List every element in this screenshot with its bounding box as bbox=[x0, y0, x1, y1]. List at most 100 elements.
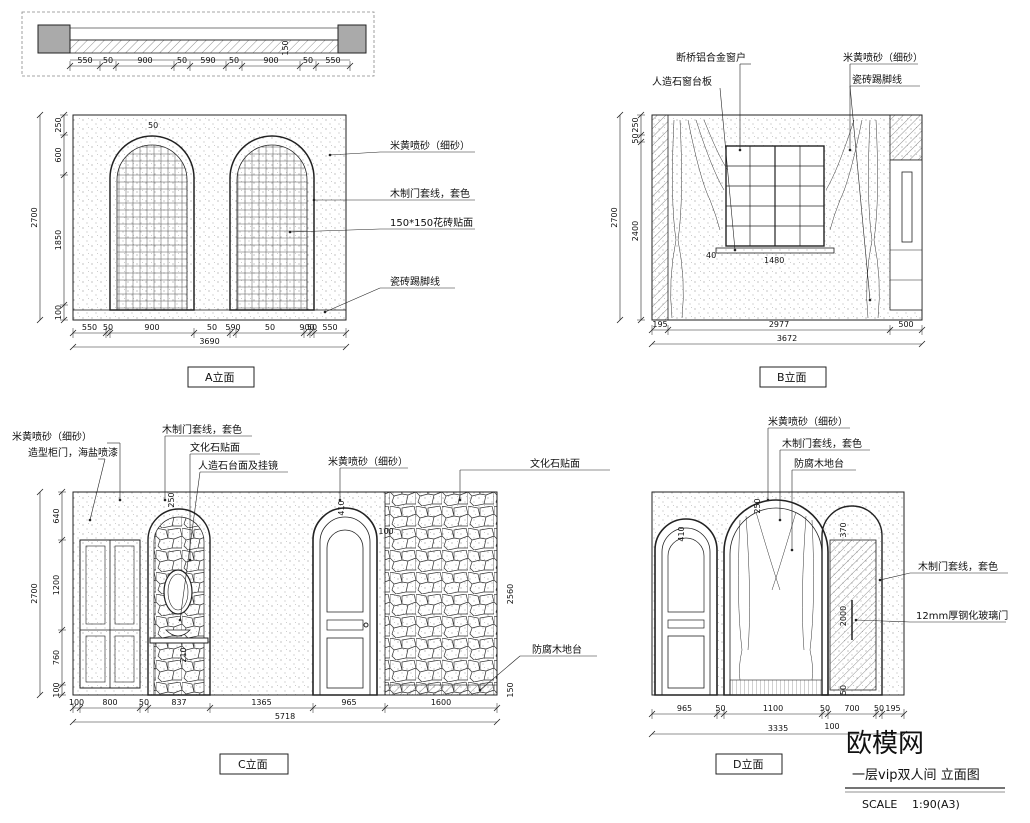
c-dim-5: 965 bbox=[341, 698, 356, 707]
c-inner-0: 250 bbox=[167, 492, 176, 507]
c-inner-3: 210 bbox=[179, 647, 188, 662]
scale-label: SCALE bbox=[862, 798, 897, 811]
a-vdim-0: 250 bbox=[54, 117, 63, 132]
title-c: C立面 bbox=[219, 753, 289, 775]
b-vdim-1: 50 bbox=[631, 133, 640, 143]
d-dim-2: 1100 bbox=[763, 704, 783, 713]
window bbox=[715, 145, 835, 254]
a-callout-2: 150*150花砖贴面 bbox=[390, 216, 473, 229]
b-callout-3: 瓷砖踢脚线 bbox=[852, 73, 902, 86]
a-callout-0: 米黄喷砂（细砂） bbox=[390, 139, 470, 152]
c-callout-3: 文化石贴面 bbox=[190, 441, 240, 454]
d-callout-0: 米黄喷砂（细砂） bbox=[768, 415, 848, 428]
plan-dim-1: 50 bbox=[103, 56, 113, 65]
c-callout-6: 文化石贴面 bbox=[530, 457, 580, 470]
c-dim-4: 1365 bbox=[251, 698, 271, 707]
arched-tile-panel-left bbox=[109, 135, 195, 311]
b-dim-2: 500 bbox=[898, 320, 913, 329]
tag-a: 50 bbox=[148, 121, 158, 130]
c-htotal: 5718 bbox=[275, 712, 295, 721]
c-callout-5: 米黄喷砂（细砂） bbox=[328, 455, 408, 468]
d-inner-0: 250 bbox=[753, 498, 762, 513]
d-htotal: 3335 bbox=[768, 724, 788, 733]
c-inner-1: 410 bbox=[337, 500, 346, 515]
glass-door bbox=[821, 505, 883, 696]
a-dim-1: 50 bbox=[103, 323, 113, 332]
title-block: 欧模网 一层vip双人间 立面图 SCALE 1:90(A3) bbox=[845, 729, 1005, 811]
brand-logo: 欧模网 bbox=[846, 729, 924, 759]
b-htotal: 3672 bbox=[777, 334, 797, 343]
c-vdim-3: 100 bbox=[52, 682, 61, 697]
b-callout-1: 人造石窗台板 bbox=[652, 75, 712, 88]
sheet-title: 一层vip双人间 立面图 bbox=[852, 768, 980, 783]
plan-dim-4: 590 bbox=[200, 56, 215, 65]
d-inner-4: 50 bbox=[839, 685, 848, 695]
d-dim-1: 50 bbox=[715, 704, 725, 713]
cabinet bbox=[79, 539, 141, 689]
title-a: A立面 bbox=[187, 366, 255, 388]
d-callout-3: 木制门套线，套色 bbox=[918, 560, 998, 573]
d-callout-1: 木制门套线，套色 bbox=[782, 437, 862, 450]
d-callout-2: 防腐木地台 bbox=[794, 457, 844, 470]
c-callout-7: 防腐木地台 bbox=[532, 643, 582, 656]
c-dim-3: 837 bbox=[171, 698, 186, 707]
title-d: D立面 bbox=[715, 753, 783, 775]
a-vtotal: 2700 bbox=[30, 207, 39, 227]
a-dim-6: 900 bbox=[299, 323, 314, 332]
a-dim-4: 590 bbox=[225, 323, 240, 332]
c-inner-2: 100 bbox=[378, 527, 393, 536]
a-dim-0: 550 bbox=[82, 323, 97, 332]
plan-dim-0: 550 bbox=[77, 56, 92, 65]
c-right-v: 2560 bbox=[506, 584, 515, 604]
c-vdim-2: 760 bbox=[52, 650, 61, 665]
door-d bbox=[654, 518, 718, 696]
plan-dim-2: 900 bbox=[137, 56, 152, 65]
arched-opening bbox=[723, 499, 829, 696]
c-dim-0: 100 bbox=[69, 698, 84, 707]
c-vtotal: 2700 bbox=[30, 583, 39, 603]
plan-dim-7: 50 bbox=[303, 56, 313, 65]
b-callout-2: 米黄喷砂（细砂） bbox=[843, 51, 923, 64]
a-dim-5: 50 bbox=[265, 323, 275, 332]
a-dim-8: 550 bbox=[322, 323, 337, 332]
a-callout-3: 瓷砖踢脚线 bbox=[390, 275, 440, 288]
stone-niche bbox=[147, 508, 211, 696]
c-vdim-0: 640 bbox=[52, 508, 61, 523]
plan-dim-6: 900 bbox=[263, 56, 278, 65]
door-c bbox=[312, 507, 378, 696]
c-right-small: 150 bbox=[506, 682, 515, 697]
title-c-text: C立面 bbox=[238, 757, 268, 771]
d-dim-3: 50 bbox=[820, 704, 830, 713]
a-htotal: 3690 bbox=[199, 337, 219, 346]
c-callout-0: 米黄喷砂（细砂） bbox=[12, 430, 92, 443]
d-dim-4: 700 bbox=[844, 704, 859, 713]
c-dim-2: 50 bbox=[139, 698, 149, 707]
d-dim-6: 195 bbox=[885, 704, 900, 713]
a-vdim-2: 1850 bbox=[54, 230, 63, 250]
elevation-c: 640 1200 760 100 2700 250 410 100 210 2560 150 10… bbox=[12, 423, 610, 775]
plan-dim-3: 50 bbox=[177, 56, 187, 65]
title-a-text: A立面 bbox=[205, 370, 235, 384]
a-callout-1: 木制门套线，套色 bbox=[390, 187, 470, 200]
c-dim-1: 800 bbox=[102, 698, 117, 707]
d-callout-4: 12mm厚钢化玻璃门 bbox=[916, 609, 1008, 622]
c-vdim-1: 1200 bbox=[52, 575, 61, 595]
a-dim-7: 50 bbox=[307, 323, 317, 332]
c-callout-1: 造型柜门，海盐喷漆 bbox=[28, 446, 118, 459]
c-callout-4: 人造石台面及挂镜 bbox=[198, 459, 278, 472]
d-inner-1: 410 bbox=[677, 526, 686, 541]
b-dim-0: 195 bbox=[652, 320, 667, 329]
window-width: 1480 bbox=[764, 256, 784, 265]
d-dim-5: 50 bbox=[874, 704, 884, 713]
d-sub-dim: 100 bbox=[824, 722, 839, 731]
plan-dim-8: 550 bbox=[325, 56, 340, 65]
d-inner-2: 370 bbox=[839, 522, 848, 537]
plan-side-dim: 150 bbox=[281, 40, 290, 55]
title-b-text: B立面 bbox=[777, 370, 807, 384]
c-callout-2: 木制门套线，套色 bbox=[162, 423, 242, 436]
